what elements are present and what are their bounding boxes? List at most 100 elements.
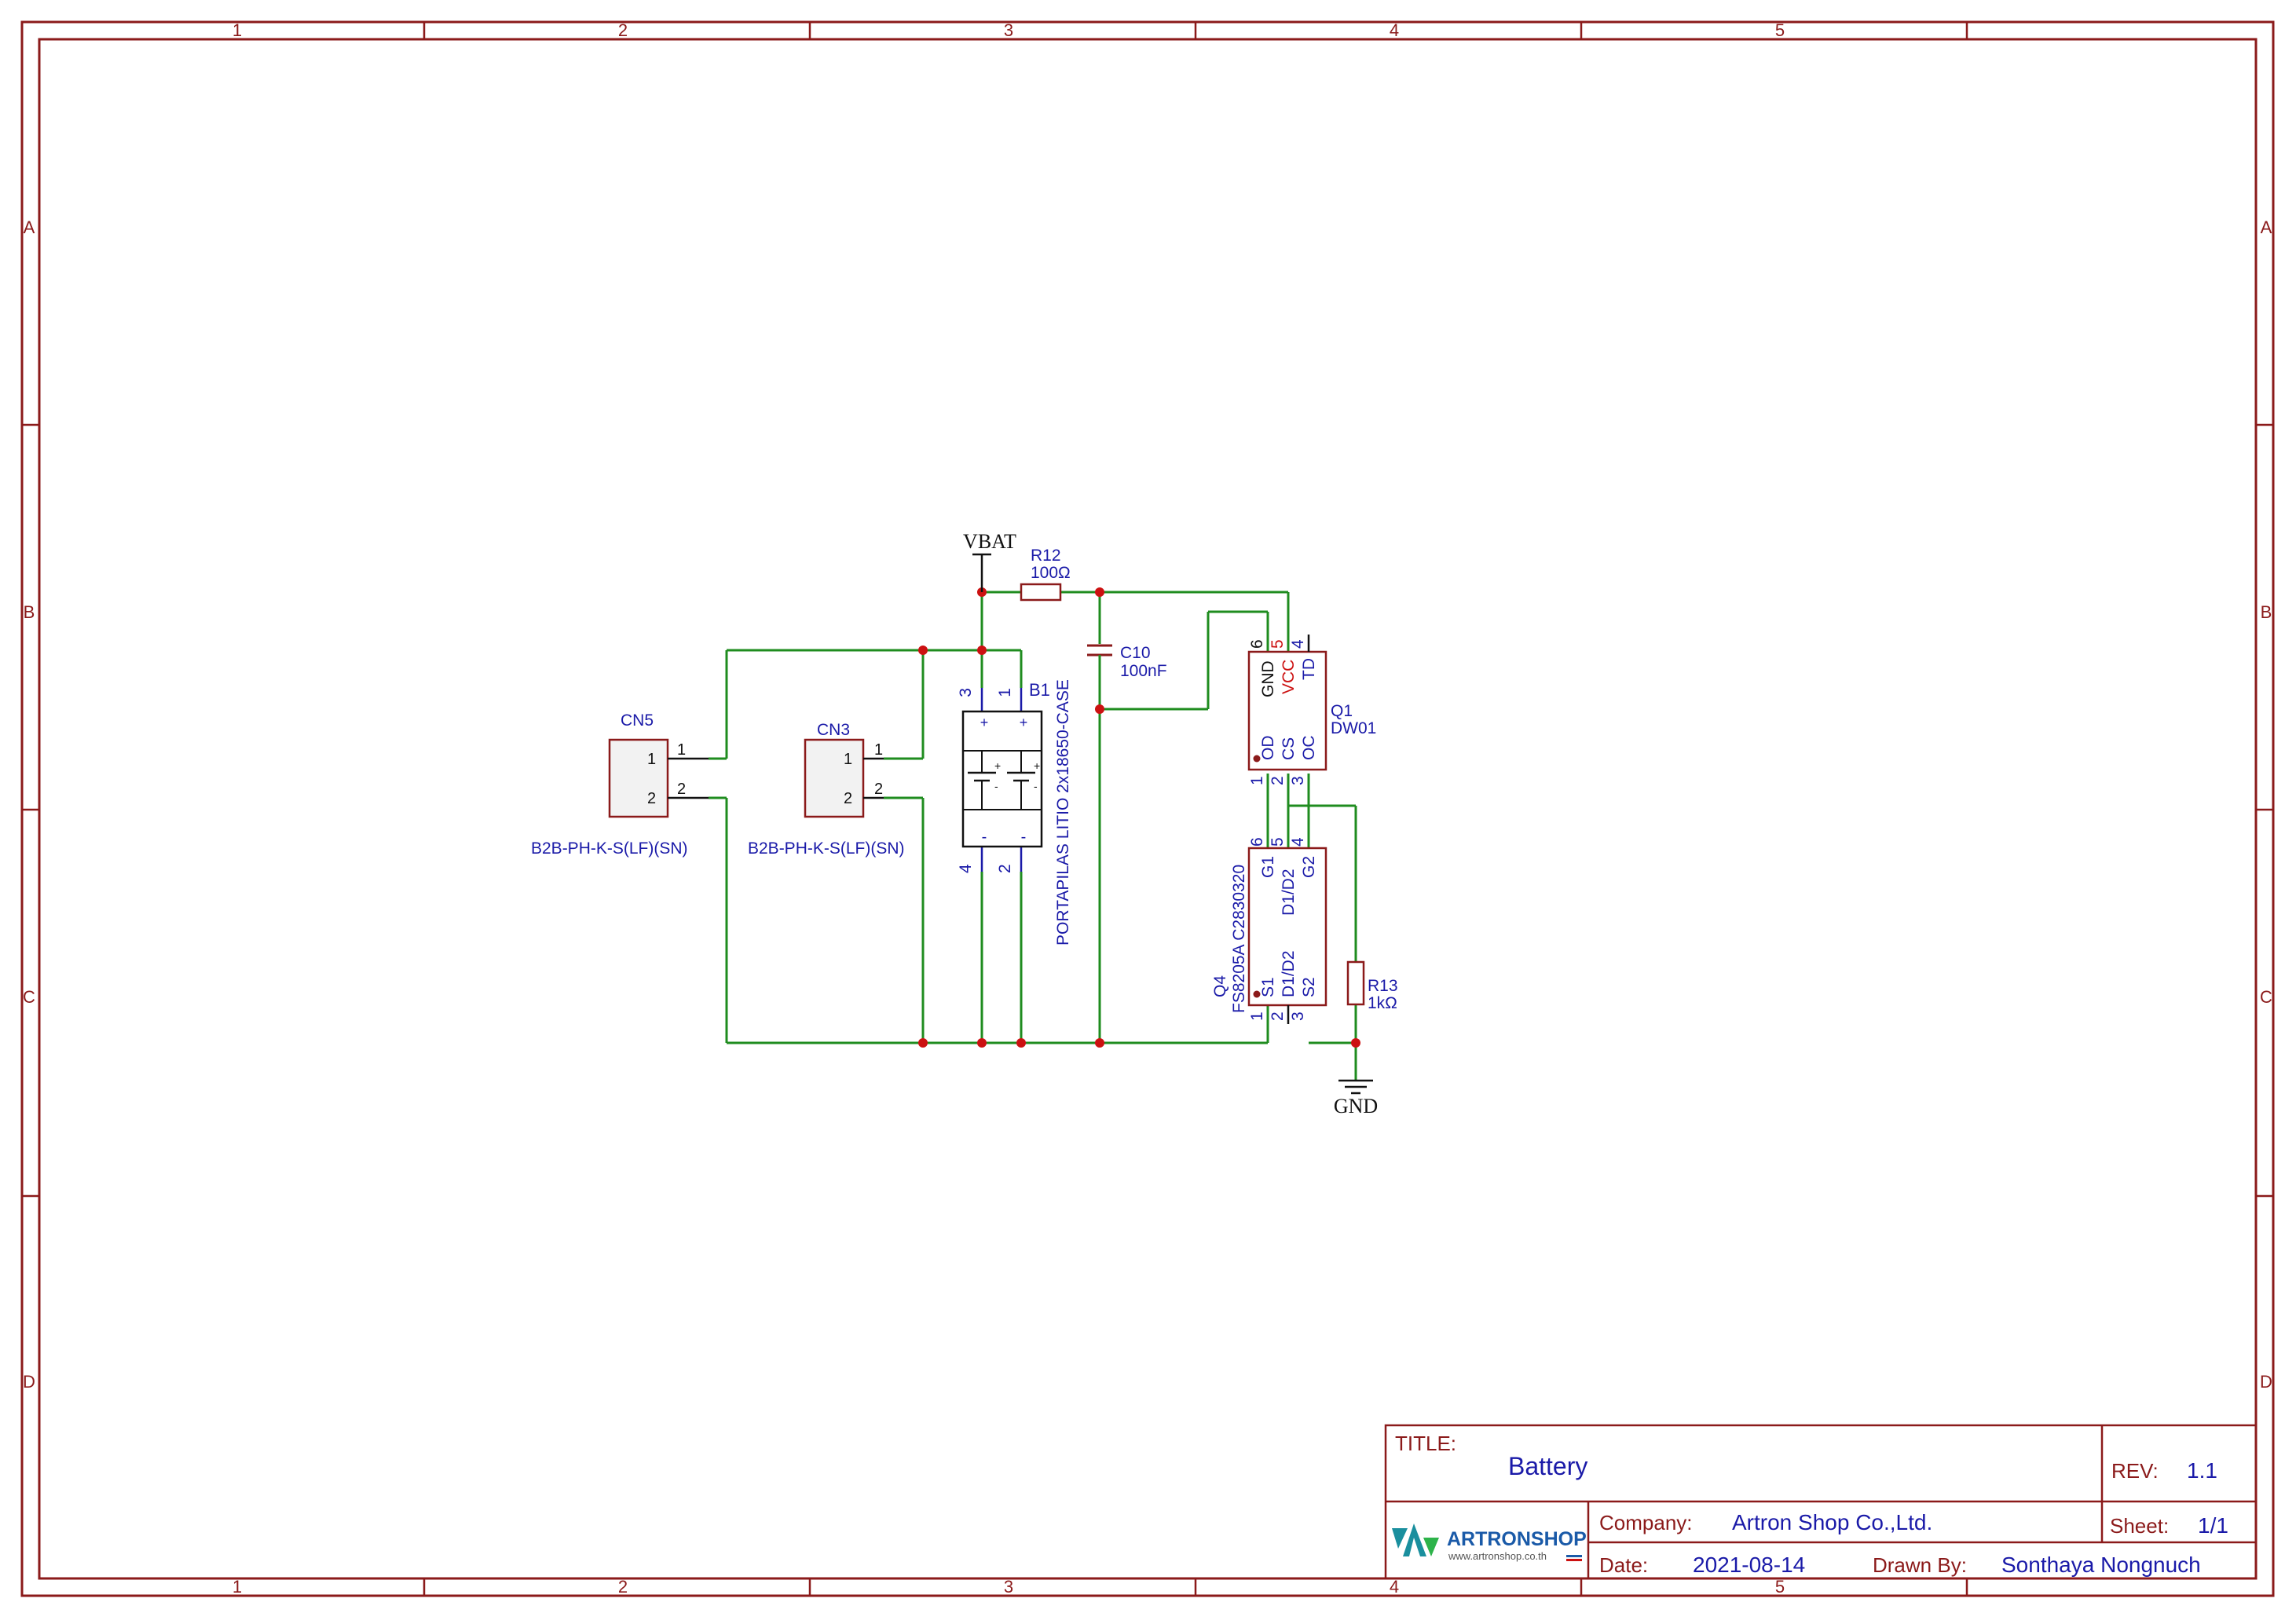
q1-value: DW01	[1331, 719, 1376, 737]
sheet-value: 1/1	[2198, 1513, 2228, 1538]
q4-pin-d1d2-bot: D1/D2	[1280, 950, 1298, 997]
q4-pin-s1: S1	[1259, 977, 1277, 997]
q4-pin2: 2	[1269, 1011, 1287, 1021]
r13-ref: R13	[1368, 977, 1398, 995]
drawn-by-value: Sonthaya Nongnuch	[2001, 1553, 2201, 1577]
q1-pin2: 2	[1269, 776, 1287, 785]
frame-col-bottom-3: 3	[1004, 1577, 1013, 1597]
cn5-pin2-inner: 2	[647, 790, 656, 807]
q1-pin-od: OD	[1259, 736, 1277, 761]
cn5-ref: CN5	[621, 711, 654, 730]
frame-labels: 1 2 3 4 5 1 2 3 4 5 A B C D A B C D	[23, 20, 2272, 1597]
b1-ref: B1	[1029, 680, 1050, 700]
gnd-symbol: GND	[1334, 1079, 1378, 1117]
cn3-pin2-number: 2	[874, 781, 883, 798]
q4-pin5: 5	[1269, 837, 1287, 847]
q4-ref: Q4	[1211, 975, 1229, 997]
logo-url: www.artronshop.co.th	[1448, 1550, 1547, 1562]
q1-pin5: 5	[1269, 639, 1287, 649]
b1-value: PORTAPILAS LITIO 2x18650-CASE	[1054, 679, 1072, 946]
c10-value: 100nF	[1120, 662, 1167, 680]
capacitor-c10: C10 100nF	[1087, 644, 1167, 680]
q4-pin-g1: G1	[1259, 856, 1277, 878]
rev-label: REV:	[2111, 1459, 2159, 1483]
q1-pin-oc: OC	[1300, 736, 1318, 761]
b1-pin1: 1	[996, 688, 1014, 697]
r13-value: 1kΩ	[1368, 994, 1397, 1012]
company-label: Company:	[1599, 1511, 1693, 1534]
vbat-symbol: VBAT	[963, 530, 1016, 592]
date-label: Date:	[1599, 1553, 1648, 1577]
ic-q1-dw01: 6 5 4 GND VCC TD OD CS OC 1 2 3 Q1 DW01	[1247, 635, 1376, 785]
b1-pin2: 2	[996, 864, 1014, 873]
junction	[1351, 1038, 1360, 1048]
junction	[1016, 1038, 1026, 1048]
frame-row-right-d: D	[2260, 1372, 2272, 1392]
q1-pin6: 6	[1248, 639, 1266, 649]
q1-ref: Q1	[1331, 702, 1353, 720]
frame-row-left-b: B	[24, 602, 35, 622]
r12-ref: R12	[1031, 547, 1061, 565]
b1-minus-left: -	[982, 828, 987, 846]
frame-col-bottom-1: 1	[233, 1577, 242, 1597]
cn3-pin1-inner: 1	[844, 751, 852, 768]
frame-col-top-1: 1	[233, 20, 242, 40]
frame-column-dividers	[22, 22, 2273, 1596]
gnd-label: GND	[1334, 1095, 1378, 1117]
frame-col-bottom-2: 2	[618, 1577, 628, 1597]
cn5-pin1-number: 1	[677, 741, 686, 759]
q4-pin-d1d2-top: D1/D2	[1280, 869, 1298, 916]
company-value: Artron Shop Co.,Ltd.	[1732, 1510, 1932, 1534]
cn5-value: B2B-PH-K-S(LF)(SN)	[531, 839, 688, 858]
q1-pin-gnd: GND	[1259, 660, 1277, 697]
junction	[977, 646, 987, 655]
frame-col-bottom-4: 4	[1390, 1577, 1399, 1597]
q1-pin4: 4	[1289, 639, 1307, 649]
q4-pin-g2: G2	[1300, 856, 1318, 878]
q4-value: FS8205A C2830320	[1230, 865, 1248, 1013]
drawn-by-label: Drawn By:	[1873, 1553, 1967, 1577]
frame-col-top-4: 4	[1390, 20, 1399, 40]
cn3-value: B2B-PH-K-S(LF)(SN)	[748, 839, 905, 858]
junction	[1095, 587, 1104, 597]
c10-ref: C10	[1120, 644, 1151, 662]
frame-row-left-c: C	[23, 987, 35, 1007]
cn3-pin2-inner: 2	[844, 790, 852, 807]
b1-pin3: 3	[957, 688, 975, 697]
junction	[918, 1038, 928, 1048]
q1-pin-cs: CS	[1280, 737, 1298, 760]
cn3-pin1-number: 1	[874, 741, 883, 759]
q4-pin3: 3	[1289, 1011, 1307, 1021]
rev-value: 1.1	[2187, 1458, 2217, 1483]
b1-cell1-minus: -	[994, 780, 998, 792]
junction	[918, 646, 928, 655]
frame-row-right-c: C	[2260, 987, 2272, 1007]
artronshop-logo: ARTRONSHOP www.artronshop.co.th	[1392, 1523, 1587, 1562]
cn3-ref: CN3	[817, 721, 850, 739]
title-label: TITLE:	[1395, 1432, 1456, 1455]
connector-cn5: CN5 1 2 1 2 B2B-PH-K-S(LF)(SN)	[531, 711, 709, 858]
sheet-label: Sheet:	[2110, 1514, 2169, 1538]
frame-col-top-5: 5	[1775, 20, 1785, 40]
b1-cell2-minus: -	[1034, 780, 1038, 792]
connector-cn3: CN3 1 2 1 2 B2B-PH-K-S(LF)(SN)	[748, 721, 905, 858]
ic-q4-fs8205a: 6 5 4 G1 D1/D2 G2 S1 D1/D2 S2 1 2 3 Q4 F…	[1211, 837, 1327, 1024]
junction-dots	[918, 587, 1360, 1048]
q1-pin1: 1	[1248, 776, 1266, 785]
frame-row-left-a: A	[24, 218, 35, 237]
wires	[709, 591, 1357, 1081]
junction	[1095, 1038, 1104, 1048]
b1-cell1-plus: +	[994, 759, 1001, 772]
b1-plus-right: +	[1020, 715, 1028, 730]
vbat-label: VBAT	[963, 530, 1016, 553]
junction	[1095, 704, 1104, 714]
q4-pin6: 6	[1248, 837, 1266, 847]
frame-row-left-d: D	[23, 1372, 35, 1392]
q1-pin-td: TD	[1300, 658, 1318, 680]
frame-col-top-3: 3	[1004, 20, 1013, 40]
resistor-r12: R12 100Ω	[1020, 547, 1071, 602]
b1-pin4: 4	[957, 864, 975, 873]
cn5-pin1-inner: 1	[647, 751, 656, 768]
frame-row-right-b: B	[2261, 602, 2272, 622]
